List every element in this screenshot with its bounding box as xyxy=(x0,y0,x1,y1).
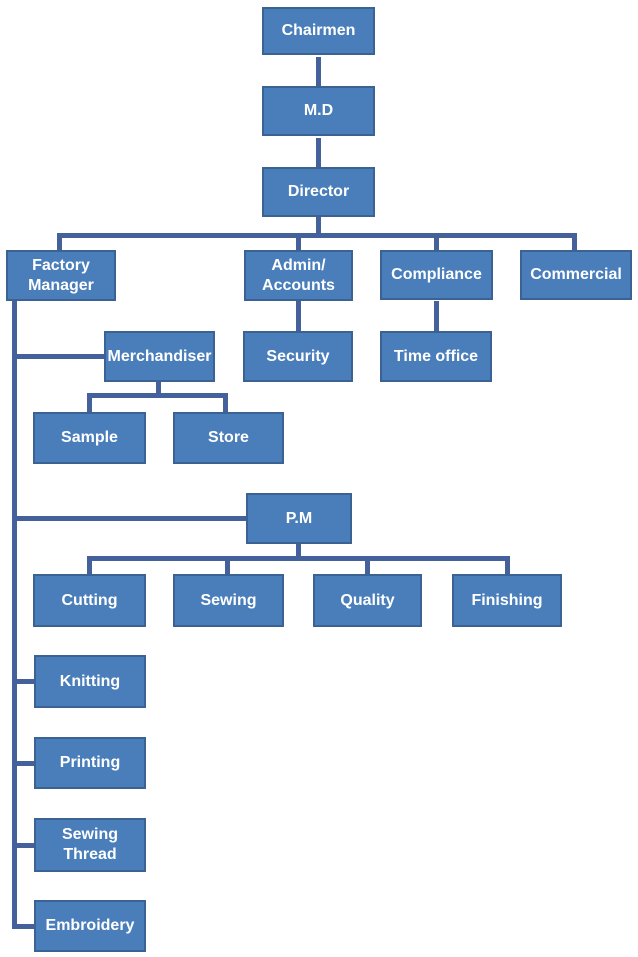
org-node-sewing: Sewing xyxy=(173,574,284,627)
drop-sample xyxy=(87,396,92,412)
org-node-store: Store xyxy=(173,412,284,464)
org-node-pm: P.M xyxy=(246,493,352,544)
org-node-quality: Quality xyxy=(313,574,422,627)
drop-sewing xyxy=(225,559,230,574)
connector-pm-bus xyxy=(296,544,301,558)
org-node-finishing: Finishing xyxy=(452,574,562,627)
bus-merchandiser-children xyxy=(87,393,228,398)
branch-printing xyxy=(12,761,34,766)
org-node-time-office: Time office xyxy=(380,331,492,382)
org-node-md: M.D xyxy=(262,86,375,136)
org-node-compliance: Compliance xyxy=(380,250,493,300)
org-node-embroidery: Embroidery xyxy=(34,900,146,952)
branch-knitting xyxy=(12,679,34,684)
org-node-sample: Sample xyxy=(33,412,146,464)
branch-pm xyxy=(12,516,246,521)
connector-md-director xyxy=(316,138,321,167)
org-node-merchandiser: Merchandiser xyxy=(104,331,215,382)
connector-merchandiser-bus xyxy=(156,382,161,395)
org-node-printing: Printing xyxy=(34,737,146,789)
drop-finishing xyxy=(505,559,510,574)
connector-admin-security xyxy=(296,301,301,331)
drop-admin-accounts xyxy=(296,236,301,250)
org-node-director: Director xyxy=(262,167,375,217)
org-node-security: Security xyxy=(243,331,353,382)
org-node-sewing-thread: Sewing Thread xyxy=(34,818,146,872)
org-node-commercial: Commercial xyxy=(520,250,632,300)
drop-commercial xyxy=(572,236,577,250)
drop-compliance xyxy=(434,236,439,250)
drop-quality xyxy=(365,559,370,574)
connector-compliance-timeoffice xyxy=(434,301,439,331)
branch-sewing-thread xyxy=(12,843,34,848)
branch-merchandiser xyxy=(12,354,104,359)
bus-director-children xyxy=(57,233,577,238)
bus-pm-children xyxy=(87,556,510,561)
connector-chairmen-md xyxy=(316,57,321,86)
org-node-knitting: Knitting xyxy=(34,655,146,708)
org-node-cutting: Cutting xyxy=(33,574,146,627)
connector-director-bus xyxy=(316,217,321,235)
org-node-chairmen: Chairmen xyxy=(262,7,375,55)
drop-cutting xyxy=(87,559,92,574)
org-node-admin-accounts: Admin/ Accounts xyxy=(244,250,353,301)
org-node-factory-manager: Factory Manager xyxy=(6,250,116,301)
branch-embroidery xyxy=(12,924,34,929)
trunk-factory-manager xyxy=(12,301,17,929)
drop-store xyxy=(223,396,228,412)
drop-factory-manager xyxy=(57,236,62,250)
